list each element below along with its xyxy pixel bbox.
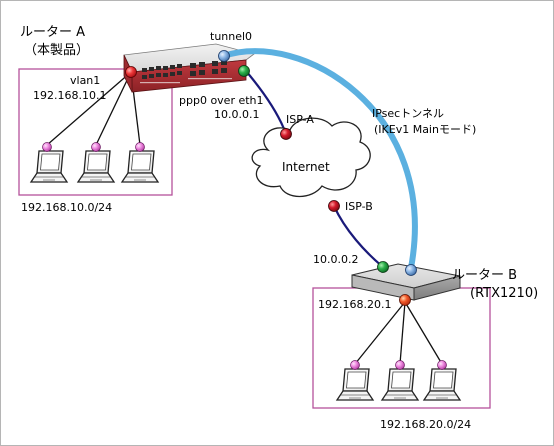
lan-b-links [354,301,443,365]
laptop-b2 [381,360,419,401]
wan-link-b [333,205,384,268]
router-a-tunnel-port [218,50,230,62]
laptop-a3 [121,142,159,183]
router-b-name: ルーター B [452,268,517,283]
router-b-lan-ip: 192.168.20.1 [318,298,391,311]
router-b-tunnel-port [405,264,417,276]
lan-b-network: 192.168.20.0/24 [380,418,471,431]
lan-a-box [18,68,173,196]
router-a-tunnel-interface: tunnel0 [210,30,252,43]
internet-label: Internet [282,160,330,174]
isp-b-label: ISP-B [345,200,373,213]
router-a-wan-ip: 10.0.0.1 [214,108,259,121]
laptop-a1 [30,142,68,183]
router-b-lan-port [399,294,411,306]
lan-a-network: 192.168.10.0/24 [21,201,112,214]
router-a-wan-interface: ppp0 over eth1 [179,94,264,107]
laptop-b1 [336,360,374,401]
laptop-b3 [423,360,461,401]
router-b-wan-port [377,261,389,273]
router-a-subtitle: （本製品） [24,43,89,58]
router-a-lan-port [125,66,137,78]
isp-a-label: ISP-A [286,113,314,126]
router-a-lan-interface: vlan1 [70,74,100,87]
tunnel-mode: (IKEv1 Mainモード) [374,123,476,136]
router-a-wan-port [238,65,250,77]
router-a-lan-ip: 192.168.10.1 [33,89,106,102]
router-b-model: (RTX1210) [470,286,538,301]
router-b-wan-ip: 10.0.0.2 [313,253,358,266]
ipsec-tunnel [221,48,418,271]
isp-b-node [328,200,340,212]
isp-a-node [280,128,292,140]
laptop-a2 [77,142,115,183]
router-a-name: ルーター A [20,25,85,40]
tunnel-label: IPsecトンネル [372,107,444,120]
